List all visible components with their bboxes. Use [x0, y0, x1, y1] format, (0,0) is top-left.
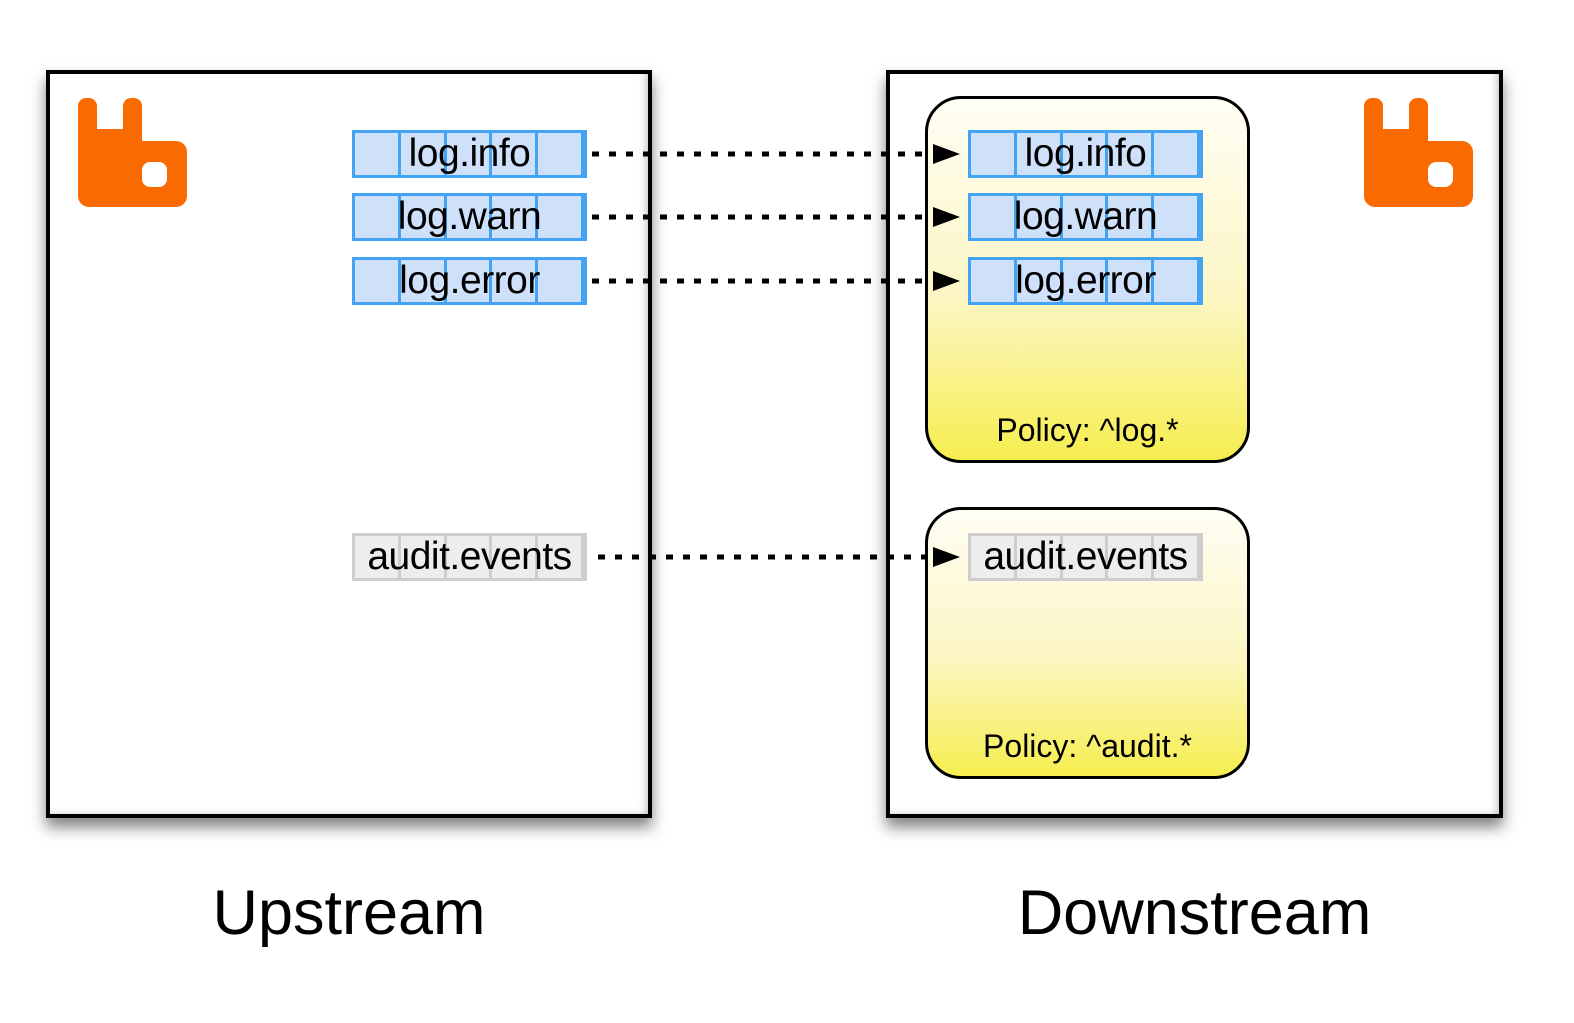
- queue-segment: [492, 133, 539, 175]
- queue-segment: [1063, 536, 1109, 578]
- upstream-queue-audit-events: audit.events: [352, 533, 587, 581]
- policy-label: Policy: ^log.*: [996, 412, 1179, 448]
- queue-segment: [355, 260, 401, 302]
- queue-segment: [401, 133, 447, 175]
- queue-segment: [1108, 536, 1155, 578]
- policy-box-log: log.info log.warn log.error Policy: ^log…: [925, 96, 1250, 463]
- queue-segment: [401, 260, 447, 302]
- rabbitmq-logo-icon: [78, 98, 187, 207]
- queue-segment: [971, 133, 1017, 175]
- queue-segment: [447, 260, 493, 302]
- queue-segment: [1154, 260, 1200, 302]
- upstream-queue-log-info: log.info: [352, 130, 587, 178]
- queue-segment: [492, 260, 539, 302]
- queue-segment: [355, 133, 401, 175]
- queue-segment: [1154, 133, 1200, 175]
- upstream-queue-log-error: log.error: [352, 257, 587, 305]
- queue-label: log.error: [399, 259, 540, 302]
- queue-label: log.warn: [397, 195, 542, 238]
- queue-label: log.info: [1024, 132, 1147, 175]
- queue-segment: [971, 260, 1017, 302]
- downstream-title: Downstream: [1017, 878, 1372, 948]
- queue-segment: [971, 536, 1017, 578]
- queue-segment: [447, 196, 493, 238]
- queue-label: log.error: [1015, 259, 1156, 302]
- queue-segment: [492, 536, 539, 578]
- downstream-broker-box: log.info log.warn log.error Policy: ^log…: [886, 70, 1503, 818]
- queue-segment: [492, 196, 539, 238]
- queue-segment: [355, 196, 401, 238]
- queue-label: log.info: [408, 132, 531, 175]
- queue-segment: [1017, 196, 1063, 238]
- queue-segment: [1017, 536, 1063, 578]
- queue-segment: [401, 196, 447, 238]
- rabbitmq-logo-icon: [1364, 98, 1473, 207]
- queue-segment: [1063, 260, 1109, 302]
- queue-segment: [355, 536, 401, 578]
- queue-segment: [1017, 133, 1063, 175]
- queue-segment: [971, 196, 1017, 238]
- queue-segment: [538, 260, 584, 302]
- upstream-queue-log-warn: log.warn: [352, 193, 587, 241]
- queue-segment: [1108, 196, 1155, 238]
- queue-segment: [1063, 196, 1109, 238]
- downstream-queue-log-warn: log.warn: [968, 193, 1203, 241]
- queue-segment: [538, 536, 584, 578]
- queue-label: audit.events: [983, 535, 1188, 578]
- queue-segment: [538, 133, 584, 175]
- policy-box-audit: audit.events Policy: ^audit.*: [925, 507, 1250, 779]
- queue-segment: [1108, 260, 1155, 302]
- queue-segment: [447, 536, 493, 578]
- downstream-queue-log-info: log.info: [968, 130, 1203, 178]
- queue-label: audit.events: [367, 535, 572, 578]
- queue-label: log.warn: [1013, 195, 1158, 238]
- queue-segment: [1108, 133, 1155, 175]
- queue-segment: [538, 196, 584, 238]
- upstream-title: Upstream: [212, 878, 486, 948]
- queue-segment: [1017, 260, 1063, 302]
- policy-label: Policy: ^audit.*: [983, 728, 1192, 764]
- upstream-broker-box: log.info log.warn log.error audit.events: [46, 70, 652, 818]
- queue-segment: [1154, 536, 1200, 578]
- queue-segment: [401, 536, 447, 578]
- queue-segment: [1063, 133, 1109, 175]
- queue-segment: [447, 133, 493, 175]
- downstream-queue-audit-events: audit.events: [968, 533, 1203, 581]
- downstream-queue-log-error: log.error: [968, 257, 1203, 305]
- queue-segment: [1154, 196, 1200, 238]
